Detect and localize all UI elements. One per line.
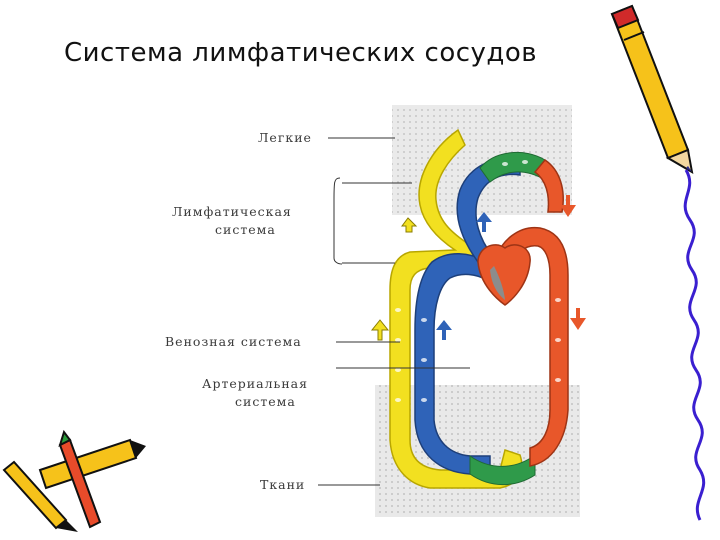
- arrow-lymph-entry-icon: [401, 217, 418, 233]
- label-arterial-line1: Артериальная: [202, 376, 308, 391]
- label-arterial-line2: система: [235, 394, 296, 409]
- lymph-vessel: [389, 128, 523, 489]
- heart: [477, 244, 531, 306]
- vessel-cell-pattern: [395, 160, 561, 402]
- squiggle-border-icon: [683, 169, 706, 521]
- tissue-capillaries: [469, 454, 536, 486]
- arrow-down-artery-icon: [570, 308, 586, 330]
- label-leader-lines: [318, 137, 470, 486]
- heart-septum: [490, 266, 505, 300]
- label-lymphatic-line2: система: [215, 222, 276, 237]
- slide-title: Система лимфатических сосудов: [64, 38, 538, 68]
- label-venous-system: Венозная система: [165, 334, 302, 349]
- arrow-up-lymph-icon: [370, 319, 390, 341]
- pencil-icon: [610, 4, 694, 174]
- arrow-down-artery-upper-icon: [560, 195, 576, 217]
- label-lungs: Легкие: [258, 130, 312, 145]
- arrow-up-vein-upper-icon: [476, 212, 492, 232]
- label-tissues: Ткани: [260, 477, 305, 492]
- crayons-icon: [2, 429, 146, 532]
- label-lymphatic-line1: Лимфатическая: [172, 204, 292, 219]
- arrow-up-vein-icon: [436, 320, 452, 340]
- pulmonary-artery-vessel: [533, 159, 564, 213]
